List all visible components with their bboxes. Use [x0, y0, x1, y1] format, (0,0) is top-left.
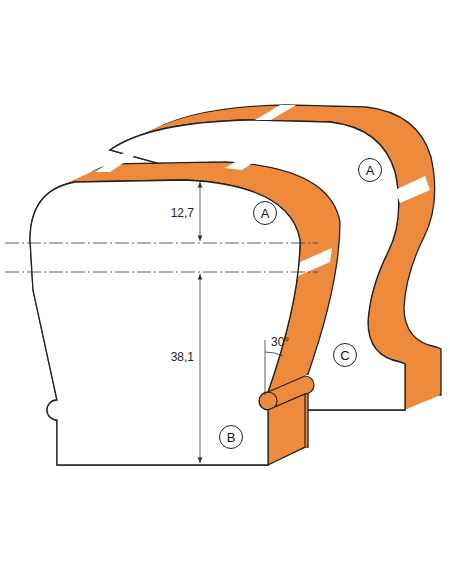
highlight-stripe: [255, 105, 296, 120]
dimension-lines: [5, 182, 318, 463]
callout-circle: B: [219, 425, 243, 449]
dimension-label: 38,1: [170, 350, 195, 364]
highlight-stripe: [395, 176, 430, 203]
front-profile-face: [30, 180, 300, 465]
callout-letter: C: [340, 349, 349, 362]
profile-extrusion: [30, 180, 300, 465]
highlight-stripe: [95, 152, 140, 172]
profile-edge: [30, 180, 300, 465]
dimension-label: 12,7: [170, 206, 195, 220]
profile-extrusion: [268, 394, 305, 465]
callout-letter: A: [366, 164, 375, 177]
callout-circle: A: [253, 201, 277, 225]
callout-letter: B: [227, 431, 236, 444]
angle-label: 30°: [270, 335, 290, 349]
highlight-stripe: [225, 150, 272, 170]
callout-circle: A: [358, 158, 382, 182]
callout-letter: A: [261, 207, 270, 220]
callout-circle: C: [333, 343, 357, 367]
